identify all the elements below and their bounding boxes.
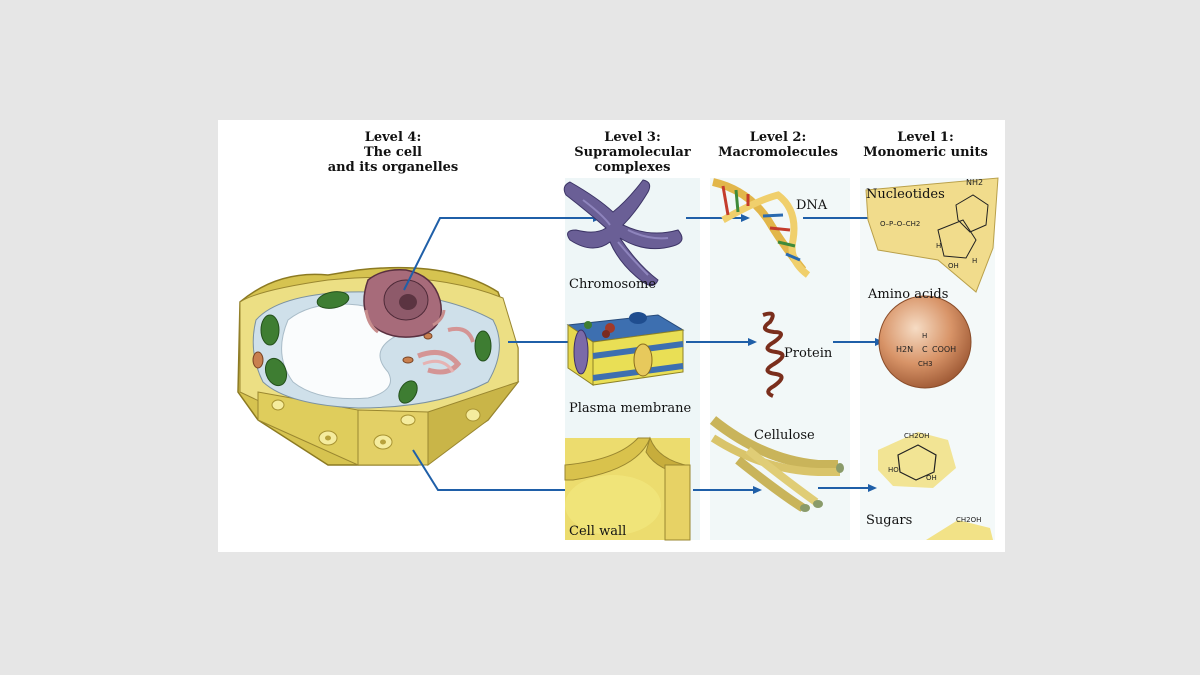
- label-amino-acids: Amino acids: [868, 287, 949, 302]
- chem-h-amino: H: [922, 332, 927, 340]
- amino-acid-illustration: H2N C COOH H CH3: [878, 295, 972, 389]
- protein-illustration: [762, 311, 785, 398]
- nucleotide-illustration: NH2 O–P–O–CH2 OH H H: [865, 177, 999, 293]
- chem-ho: HO: [888, 466, 899, 474]
- arrow-cell-to-chromosome: [403, 217, 593, 291]
- chem-h2n: H2N: [896, 345, 913, 354]
- header-level2-line1: Level 2:: [749, 130, 807, 145]
- label-sugars: Sugars: [866, 513, 913, 528]
- header-level4: Level 4: The cell and its organelles: [313, 130, 473, 175]
- chromosome-illustration: [563, 179, 683, 286]
- header-level2: Level 2: Macromolecules: [713, 130, 843, 160]
- label-chromosome: Chromosome: [569, 277, 657, 292]
- header-level3-line3: complexes: [594, 160, 671, 175]
- header-level3-line1: Level 3:: [604, 130, 661, 145]
- cell-wall-illustration: [564, 436, 691, 541]
- chem-ch2oh-1: CH2OH: [904, 432, 929, 440]
- cellulose-illustration: [709, 416, 844, 512]
- chem-c: C: [922, 345, 928, 354]
- sugar-illustration: CH2OH HO OH CH2OH: [878, 432, 993, 540]
- chem-ch3: CH3: [918, 360, 933, 368]
- label-nucleotides: Nucleotides: [866, 187, 945, 202]
- chem-h-1: H: [936, 242, 941, 250]
- chem-oh: OH: [948, 262, 959, 270]
- header-level3: Level 3: Supramolecular complexes: [565, 130, 700, 175]
- header-level1-line2: Monomeric units: [863, 145, 988, 160]
- header-level4-line1: Level 4:: [364, 130, 422, 145]
- header-level3-line2: Supramolecular: [574, 145, 691, 160]
- label-plasma-membrane: Plasma membrane: [569, 401, 692, 416]
- header-level1-line1: Level 1:: [897, 130, 954, 145]
- chem-phosphate: O–P–O–CH2: [880, 220, 920, 228]
- chem-cooh: COOH: [932, 345, 956, 354]
- header-level4-line2: The cell: [364, 145, 422, 160]
- header-level2-line2: Macromolecules: [718, 145, 838, 160]
- chem-ch2oh-2: CH2OH: [956, 516, 981, 524]
- label-dna: DNA: [796, 198, 828, 213]
- figure: Level 4: The cell and its organelles Lev…: [218, 120, 1005, 552]
- header-level4-line3: and its organelles: [327, 160, 459, 175]
- chem-h-2: H: [972, 257, 977, 265]
- label-cellulose: Cellulose: [754, 428, 815, 443]
- arrow-cell-to-wall: [412, 449, 570, 491]
- plant-cell: [237, 266, 520, 466]
- membrane-illustration: [566, 312, 685, 386]
- header-level1: Level 1: Monomeric units: [858, 130, 993, 160]
- label-cell-wall: Cell wall: [569, 524, 627, 539]
- illustration: NH2 O–P–O–CH2 OH H H H2N C COOH H CH3 CH…: [237, 177, 999, 541]
- dna-illustration: [712, 178, 811, 278]
- chem-oh-sugar: OH: [926, 474, 937, 482]
- chem-nh2: NH2: [966, 178, 983, 187]
- label-protein: Protein: [784, 346, 833, 361]
